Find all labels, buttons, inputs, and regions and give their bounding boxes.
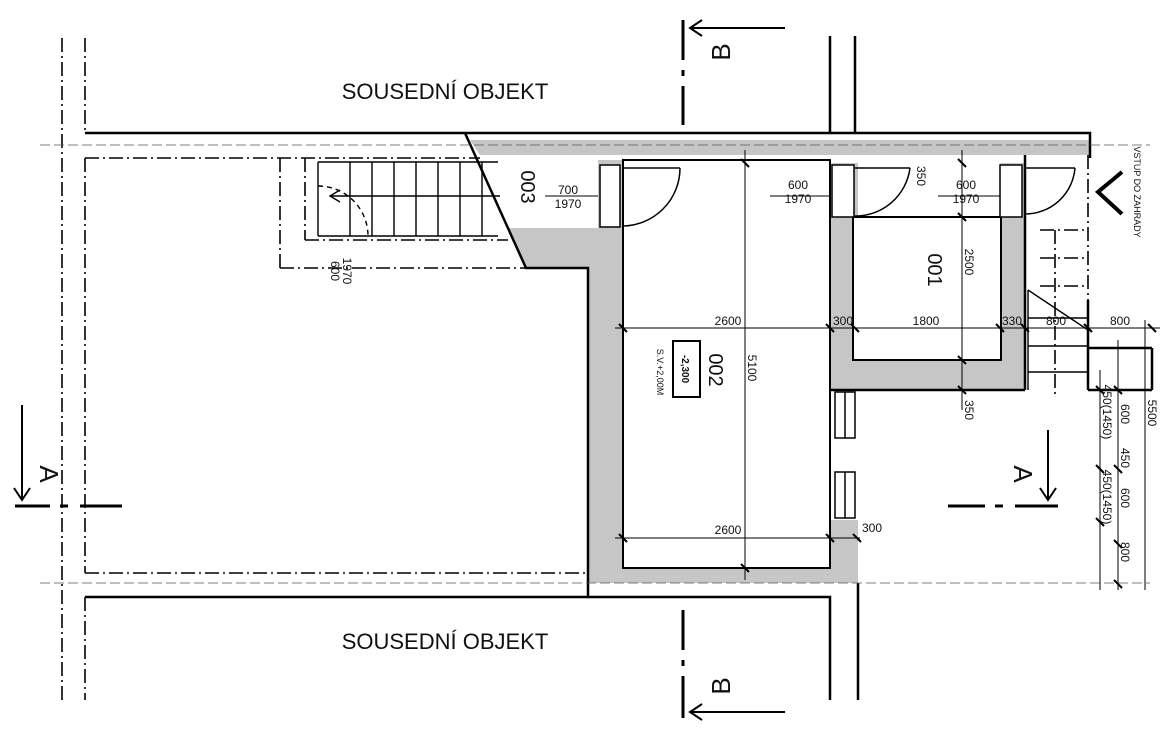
dim-2600-top: 2600 [715,314,742,328]
wall-outlines [85,36,1154,700]
level-value: -2,300 [679,355,690,384]
neighbor-label-bottom: SOUSEDNÍ OBJEKT [342,629,549,654]
dim-5100: 5100 [745,355,759,382]
neighbor-label-top: SOUSEDNÍ OBJEKT [342,79,549,104]
dim-350-b: 350 [962,400,976,420]
door-1-width: 700 [558,183,578,197]
dimension-lines [545,150,1160,590]
dim-300-a: 300 [833,314,853,328]
door-4-height: 1970 [340,258,354,285]
dimension-ticks [618,158,1157,589]
dim-450-a: 450 [1118,448,1132,468]
section-label-a-right: A [1008,465,1038,483]
door-3-height: 1970 [953,192,980,206]
axis-lines [40,144,1150,584]
dim-2600-bottom: 2600 [715,523,742,537]
dim-450-1450-a: 450(1450) [1100,385,1114,440]
staircase-003 [317,161,500,237]
door-4-width: 600 [328,261,342,281]
dim-2500: 2500 [962,249,976,276]
doors [599,164,1076,228]
door-1-height: 1970 [555,197,582,211]
dim-350-a: 350 [914,166,928,186]
door-2-height: 1970 [785,192,812,206]
entry-label: VSTUP DO ZAHRADY [1132,146,1142,237]
dim-600-a: 600 [1118,404,1132,424]
windows [834,391,856,519]
door-3-width: 600 [956,178,976,192]
section-label-a-left: A [34,465,64,483]
dim-5500: 5500 [1145,400,1159,427]
level-box [672,340,701,398]
dim-800-a: 800 [1046,314,1066,328]
property-boundaries [61,38,1089,700]
door-2-width: 600 [788,178,808,192]
entry-chevron-icon [1094,170,1124,216]
entry-stairs [1027,289,1152,390]
section-markers [13,19,1058,721]
section-label-b-top: B [706,43,736,60]
level-note: S.V.+2,00M [655,349,665,395]
section-label-b-bottom: B [706,677,736,694]
room-label-002: 002 [704,353,726,386]
dim-600-b: 600 [1118,488,1132,508]
dim-800-v: 800 [1118,542,1132,562]
dim-330: 330 [1002,314,1022,328]
dim-300-b: 300 [862,521,882,535]
room-label-003: 003 [516,170,538,203]
room-label-001: 001 [923,253,945,286]
dim-1800: 1800 [913,314,940,328]
wall-fill [470,140,1090,583]
dim-800-b: 800 [1110,314,1130,328]
room-interiors [622,159,1002,569]
dim-450-1450-b: 450(1450) [1100,470,1114,525]
